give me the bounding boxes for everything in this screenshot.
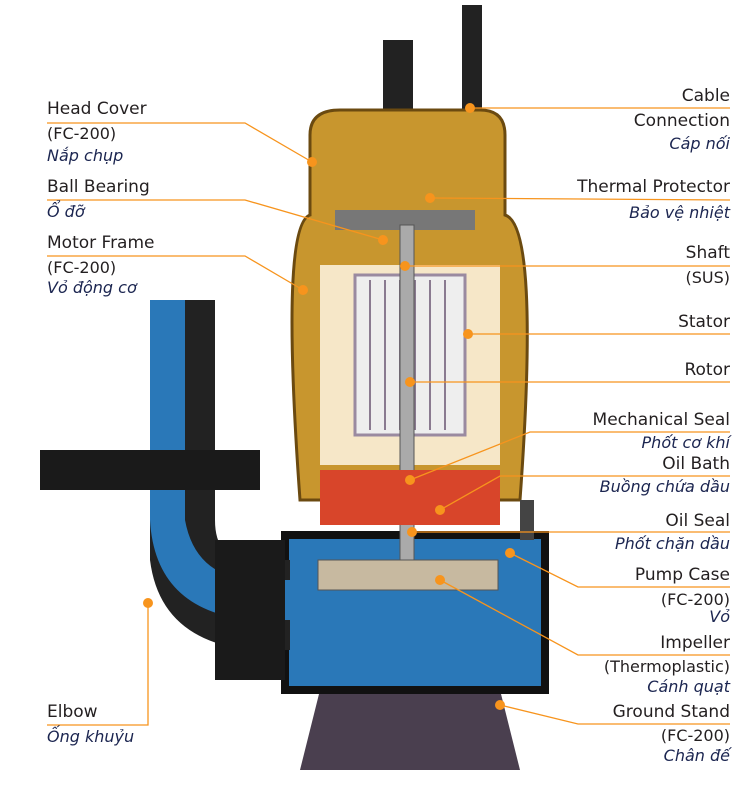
shaft-label: Shaft — [685, 243, 730, 263]
cable-connection-label-1: Cable — [681, 86, 730, 106]
elbow-vn: Ống khuỷu — [47, 727, 135, 746]
head-cover-vn: Nắp chụp — [47, 146, 124, 165]
ground-stand-vn: Chân đế — [663, 746, 730, 765]
impeller — [317, 559, 499, 591]
oil-bath-vn: Buồng chứa dầu — [599, 477, 730, 496]
elbow-flange — [40, 450, 260, 490]
ground-stand — [300, 690, 520, 770]
cable-connection-label-2: Connection — [633, 111, 730, 131]
motor-frame-vn: Vỏ động cơ — [47, 278, 137, 297]
cable-left — [383, 40, 413, 120]
leader-lines — [47, 107, 731, 726]
impeller-vn: Cánh quạt — [647, 677, 730, 696]
elbow-label: Elbow — [47, 702, 98, 722]
oil-seal-vn: Phốt chặn dầu — [614, 534, 730, 553]
thermal-protector-label: Thermal Protector — [577, 177, 730, 197]
impeller-label: Impeller — [660, 633, 730, 653]
shaft-material: (SUS) — [685, 268, 730, 287]
pump-case-material: (FC-200) — [660, 590, 730, 609]
ball-bearing-label: Ball Bearing — [47, 177, 150, 197]
bolt — [520, 500, 534, 540]
thermal-protector-vn: Bảo vệ nhiệt — [629, 203, 730, 222]
pump-flange — [215, 540, 285, 680]
ground-stand-material: (FC-200) — [660, 726, 730, 745]
bearing-plate — [335, 210, 475, 230]
ball-bearing-vn: Ổ đỡ — [47, 202, 85, 221]
cable-connection-vn: Cáp nối — [669, 134, 730, 153]
head-cover-label: Head Cover — [47, 99, 147, 119]
mechanical-seal-vn: Phốt cơ khí — [641, 433, 730, 452]
stator-label: Stator — [678, 312, 730, 332]
cable-right — [462, 5, 482, 115]
oil-bath — [320, 470, 500, 525]
ground-stand-label: Ground Stand — [612, 702, 730, 722]
motor-frame-label: Motor Frame — [47, 233, 155, 253]
pump-case-label: Pump Case — [634, 565, 730, 585]
mechanical-seal-label: Mechanical Seal — [592, 410, 730, 430]
oil-seal-label: Oil Seal — [665, 511, 730, 531]
pump-case-vn: Vỏ — [709, 607, 730, 626]
rotor-label: Rotor — [684, 360, 730, 380]
pump-case — [281, 531, 549, 694]
oil-bath-label: Oil Bath — [662, 454, 730, 474]
leader-dots — [143, 103, 515, 710]
impeller-material: (Thermoplastic) — [603, 657, 730, 676]
motor-frame-material: (FC-200) — [47, 258, 117, 277]
head-cover-material: (FC-200) — [47, 124, 117, 143]
